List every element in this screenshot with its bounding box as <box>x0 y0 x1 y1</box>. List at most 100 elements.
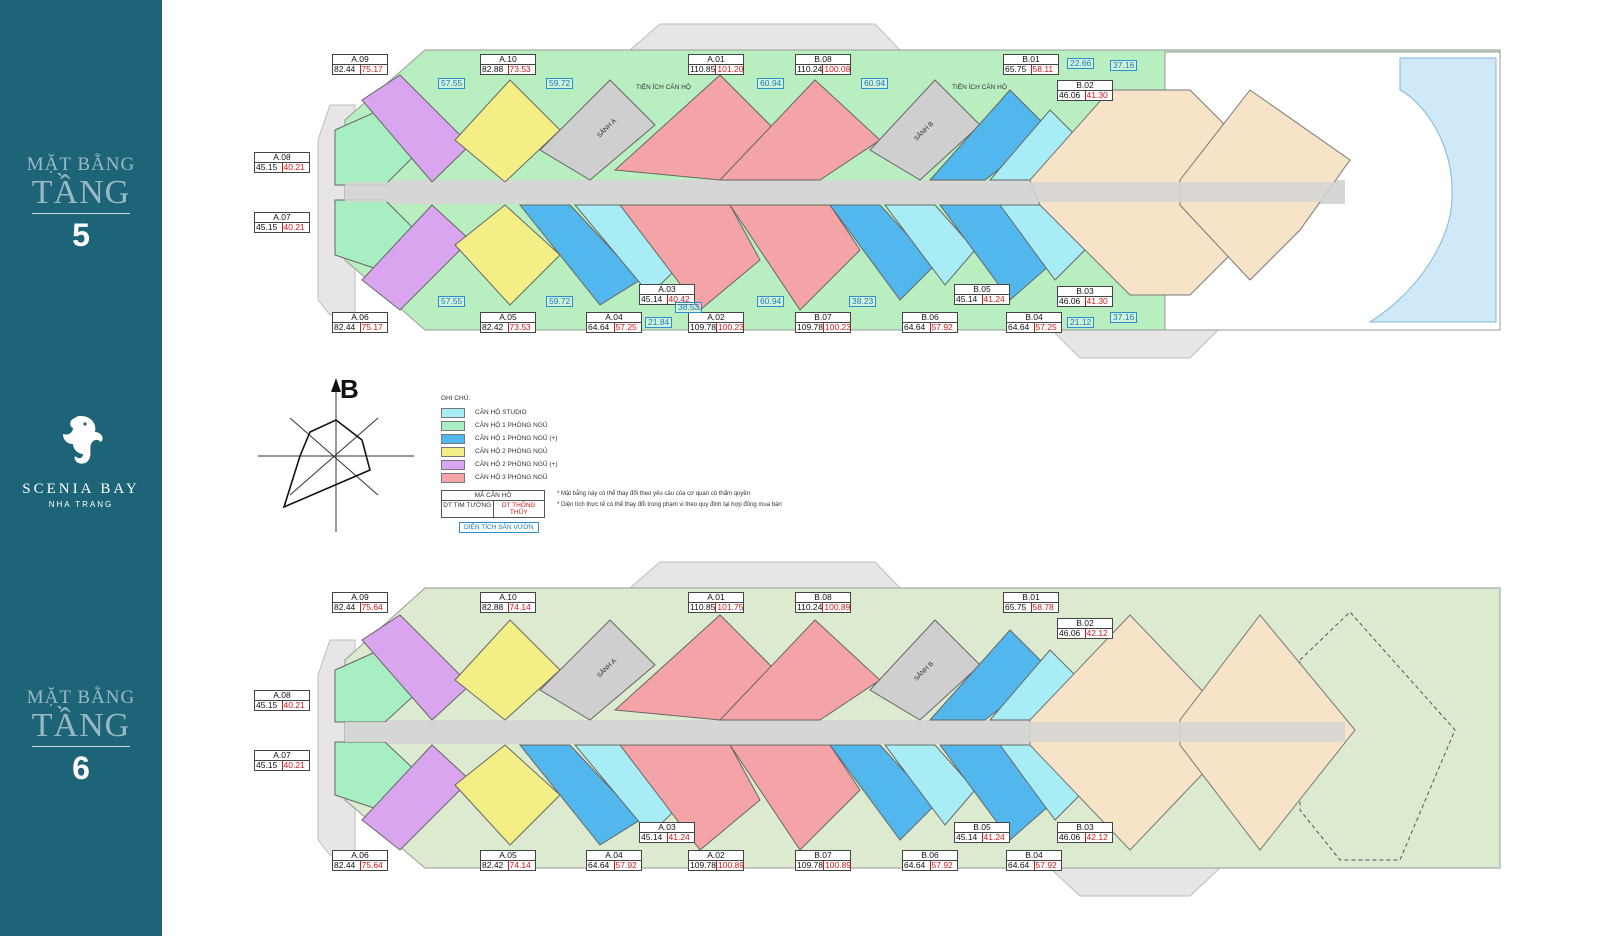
unit-wall-area: 45.14 <box>641 832 663 842</box>
unit-wall-area: 109.78 <box>690 860 716 870</box>
unit-code: A.04 <box>587 851 641 861</box>
floor-6-bottom-canopy <box>1048 867 1222 897</box>
unit-clear-area: 75.64 <box>359 861 388 870</box>
unit-clear-area: 57.92 <box>929 323 958 332</box>
unit-code: B.05 <box>955 823 1009 833</box>
unit-clear-area: 41.30 <box>1084 91 1113 100</box>
unit-wall-area: 64.64 <box>588 860 610 870</box>
garden-area-tag: 57.55 <box>438 296 466 307</box>
floor-5-corridor-overlay <box>345 182 1345 202</box>
unit-wall-area: 82.42 <box>482 860 504 870</box>
floor-6-small-label: MẶT BẰNG <box>26 687 136 708</box>
unit-clear-area: 40.21 <box>281 163 310 172</box>
floor-5-divider <box>32 213 130 214</box>
garden-area-tag: 37.16 <box>1110 312 1138 323</box>
legend-item: CĂN HỘ 2 PHÒNG NGỦ <box>441 445 558 458</box>
lobby-a-f6 <box>539 619 656 721</box>
unit-clear-area: 73.53 <box>507 323 536 332</box>
unit-clear-area: 40.21 <box>281 701 310 710</box>
unit-code: B.01 <box>1004 593 1058 603</box>
unit-clear-area: 74.14 <box>507 861 536 870</box>
unit-wall-area: 82.44 <box>334 860 356 870</box>
sidebar: MẶT BẰNG TẦNG 5 SCENIA BAY NHA TRANG MẶT… <box>0 0 162 936</box>
unit-wall-area: 45.15 <box>256 760 278 770</box>
unit-clear-area: 100.23 <box>716 322 744 332</box>
unit-clear-area: 57.92 <box>929 861 958 870</box>
brand-city: NHA TRANG <box>48 500 114 509</box>
unit-code: B.06 <box>903 313 957 323</box>
floor-5-small-label: MẶT BẰNG <box>26 154 136 175</box>
unit-code: A.02 <box>689 851 743 861</box>
unit-clear-area: 58.11 <box>1030 65 1059 74</box>
unit-wall-area: 64.64 <box>1008 860 1030 870</box>
legend-notes: * Mặt bằng này có thể thay đổi theo yêu … <box>557 489 782 511</box>
legend-swatch <box>441 446 465 457</box>
unit-clear-area: 57.92 <box>613 861 642 870</box>
unit-code: A.01 <box>689 55 743 65</box>
unit-wall-area: 109.78 <box>797 322 823 332</box>
unit-b07-f5 <box>729 204 861 311</box>
floor-6-plan <box>317 561 1501 897</box>
garden-area-tag: 59.72 <box>546 296 574 307</box>
garden-area-tag: 21.12 <box>1067 317 1095 328</box>
unit-wall-area: 45.14 <box>956 294 978 304</box>
garden-area-tag: 57.55 <box>438 78 466 89</box>
unit-clear-area: 42.12 <box>1084 629 1113 638</box>
unit-clear-area: 40.42 <box>666 295 695 304</box>
garden-area-tag: 60.94 <box>757 78 785 89</box>
unit-code: B.02 <box>1058 619 1112 629</box>
note-1: * Mặt bằng này có thể thay đổi theo yêu … <box>557 491 751 497</box>
unit-clear-area: 40.21 <box>281 761 310 770</box>
unit-clear-area: 41.24 <box>666 833 695 842</box>
unit-clear-area: 57.92 <box>1033 861 1062 870</box>
unit-wall-area: 45.15 <box>256 700 278 710</box>
legend-swatch <box>441 472 465 483</box>
unit-code: A.02 <box>689 313 743 323</box>
legend-label: CĂN HỘ STUDIO <box>475 409 527 416</box>
unit-b07-f6 <box>729 744 861 851</box>
unit-clear-area: 75.17 <box>359 323 388 332</box>
amenity-label-1: TIỆN ÍCH CĂN HỘ <box>636 84 691 91</box>
garden-area-tag: 60.94 <box>757 296 785 307</box>
unit-a08-f6 <box>334 649 421 723</box>
legend-key-box: MÃ CĂN HỘ DT TIM TƯỜNG DT THÔNG THỦY <box>441 490 545 518</box>
legend-item: CĂN HỘ 1 PHÒNG NGỦ (+) <box>441 432 558 445</box>
seahorse-icon <box>63 416 103 464</box>
floor-5-top-canopy <box>628 23 902 51</box>
legend-swatch <box>441 420 465 431</box>
unit-code: A.08 <box>255 691 309 701</box>
unit-clear-area: 75.64 <box>359 603 388 612</box>
unit-wall-area: 82.88 <box>482 64 504 74</box>
legend-swatch <box>441 433 465 444</box>
unit-code: B.07 <box>796 313 850 323</box>
unit-code: A.06 <box>333 313 387 323</box>
floor-5-bottom-canopy <box>1048 327 1222 359</box>
unit-clear-area: 101.20 <box>715 64 744 74</box>
floor-6-big-label: TẦNG <box>31 707 131 744</box>
floor-6-number: 6 <box>72 750 90 786</box>
unit-code: A.04 <box>587 313 641 323</box>
garden-area-tag: 59.72 <box>546 78 574 89</box>
unit-code: A.09 <box>333 593 387 603</box>
note-2: * Diện tích thực tế có thể thay đổi tron… <box>557 502 782 508</box>
unit-wall-area: 46.06 <box>1059 90 1081 100</box>
unit-code: A.01 <box>689 593 743 603</box>
garden-area-tag: 22.66 <box>1067 58 1095 69</box>
